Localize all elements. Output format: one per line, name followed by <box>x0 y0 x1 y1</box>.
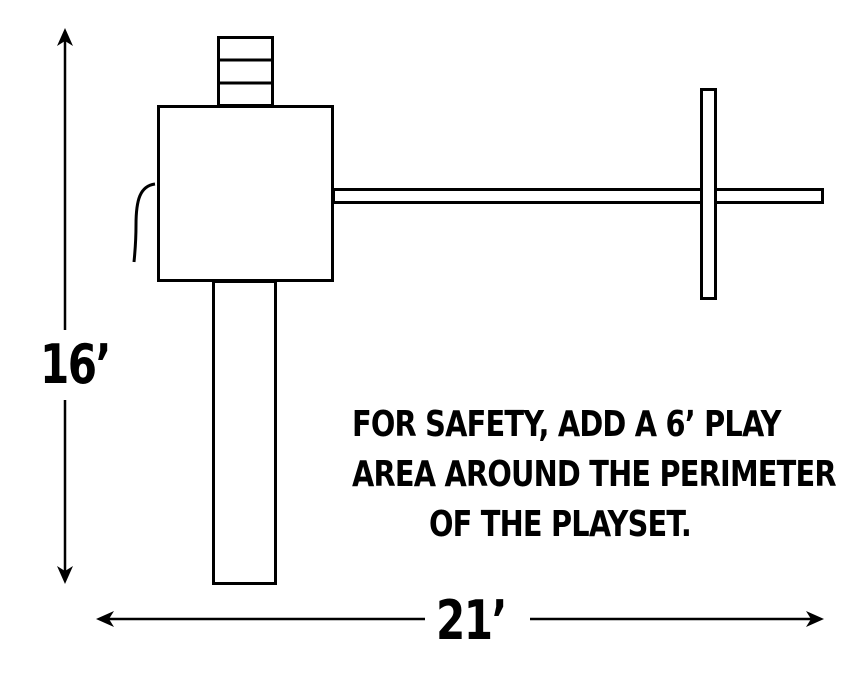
safety-note-line-1: FOR SAFETY, ADD A 6’ PLAY <box>352 404 782 445</box>
fort-deck <box>157 105 334 282</box>
safety-note-line-3: OF THE PLAYSET. <box>428 504 692 545</box>
a-frame-leg <box>700 88 717 300</box>
slide <box>212 280 277 585</box>
safety-note: FOR SAFETY, ADD A 6’ PLAY AREA AROUND TH… <box>352 400 837 550</box>
height-label: 16’ <box>40 333 111 396</box>
arrow-up-icon <box>57 28 73 46</box>
arrow-down-icon <box>57 566 73 584</box>
width-label: 21’ <box>436 589 507 652</box>
arrow-right-icon <box>806 611 824 627</box>
height-dimension-line <box>57 28 73 584</box>
swing-beam <box>332 188 824 204</box>
width-dimension-line <box>96 611 824 627</box>
safety-note-line-2: AREA AROUND THE PERIMETER <box>352 454 837 495</box>
arrow-left-icon <box>96 611 114 627</box>
ladder <box>217 36 274 107</box>
climbing-rail <box>132 182 156 263</box>
